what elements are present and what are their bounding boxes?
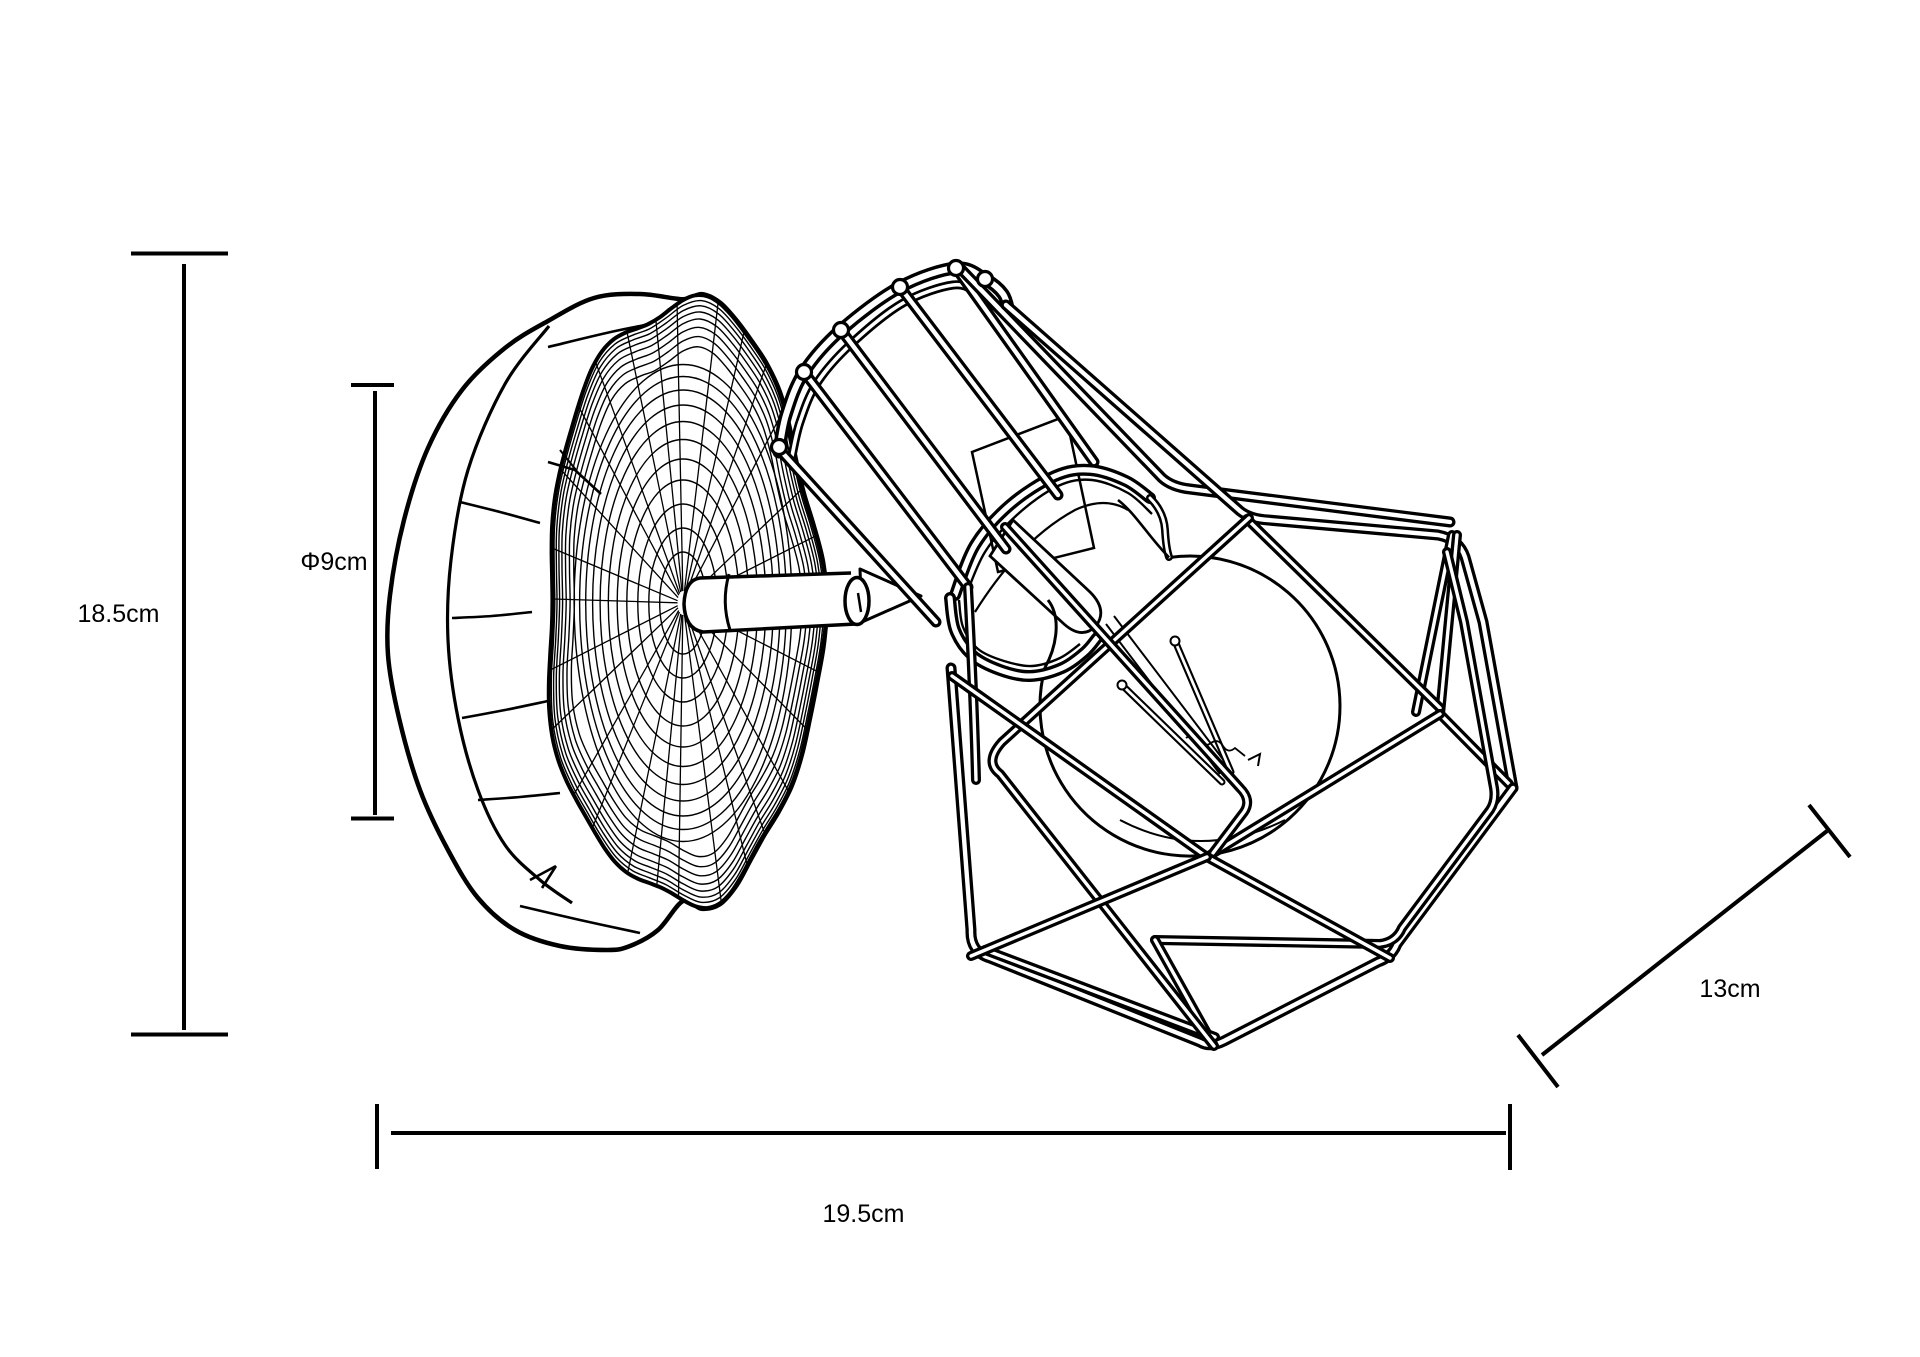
- svg-text:19.5cm: 19.5cm: [823, 1200, 905, 1228]
- svg-text:13cm: 13cm: [1699, 975, 1760, 1003]
- svg-text:18.5cm: 18.5cm: [78, 600, 160, 628]
- svg-text:Φ9cm: Φ9cm: [300, 548, 367, 576]
